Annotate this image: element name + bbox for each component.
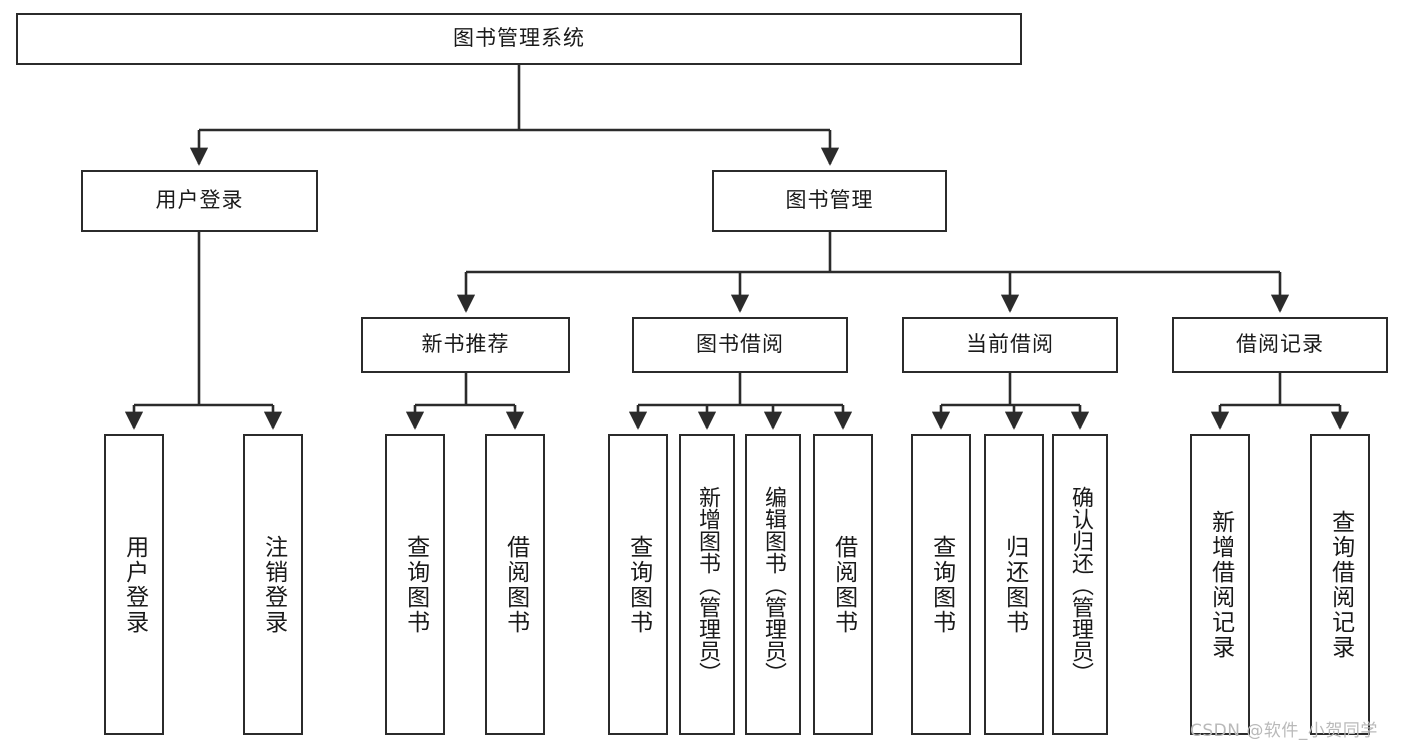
leaf-query-book-recommend[interactable]: 查询图书 (385, 434, 445, 735)
node-borrow-record[interactable]: 借阅记录 (1172, 317, 1388, 373)
leaf-add-borrow-record[interactable]: 新增借阅记录 (1190, 434, 1250, 735)
leaf-query-book-current[interactable]: 查询图书 (911, 434, 971, 735)
leaf-return-book[interactable]: 归还图书 (984, 434, 1044, 735)
node-current-borrow[interactable]: 当前借阅 (902, 317, 1118, 373)
csdn-watermark: CSDN @软件_小贺同学 (1190, 721, 1378, 741)
leaf-query-book-borrow[interactable]: 查询图书 (608, 434, 668, 735)
node-new-book-recommend[interactable]: 新书推荐 (361, 317, 570, 373)
leaf-borrow-book-recommend[interactable]: 借阅图书 (485, 434, 545, 735)
node-user-login[interactable]: 用户登录 (81, 170, 318, 232)
leaf-query-borrow-record[interactable]: 查询借阅记录 (1310, 434, 1370, 735)
node-book-management[interactable]: 图书管理 (712, 170, 947, 232)
leaf-confirm-return-admin[interactable]: 确认归还（管理员） (1052, 434, 1108, 735)
leaf-edit-book-admin[interactable]: 编辑图书（管理员） (745, 434, 801, 735)
node-root[interactable]: 图书管理系统 (16, 13, 1022, 65)
leaf-logout[interactable]: 注销登录 (243, 434, 303, 735)
leaf-add-book-admin[interactable]: 新增图书（管理员） (679, 434, 735, 735)
leaf-user-login[interactable]: 用户登录 (104, 434, 164, 735)
leaf-borrow-book[interactable]: 借阅图书 (813, 434, 873, 735)
node-book-borrow[interactable]: 图书借阅 (632, 317, 848, 373)
